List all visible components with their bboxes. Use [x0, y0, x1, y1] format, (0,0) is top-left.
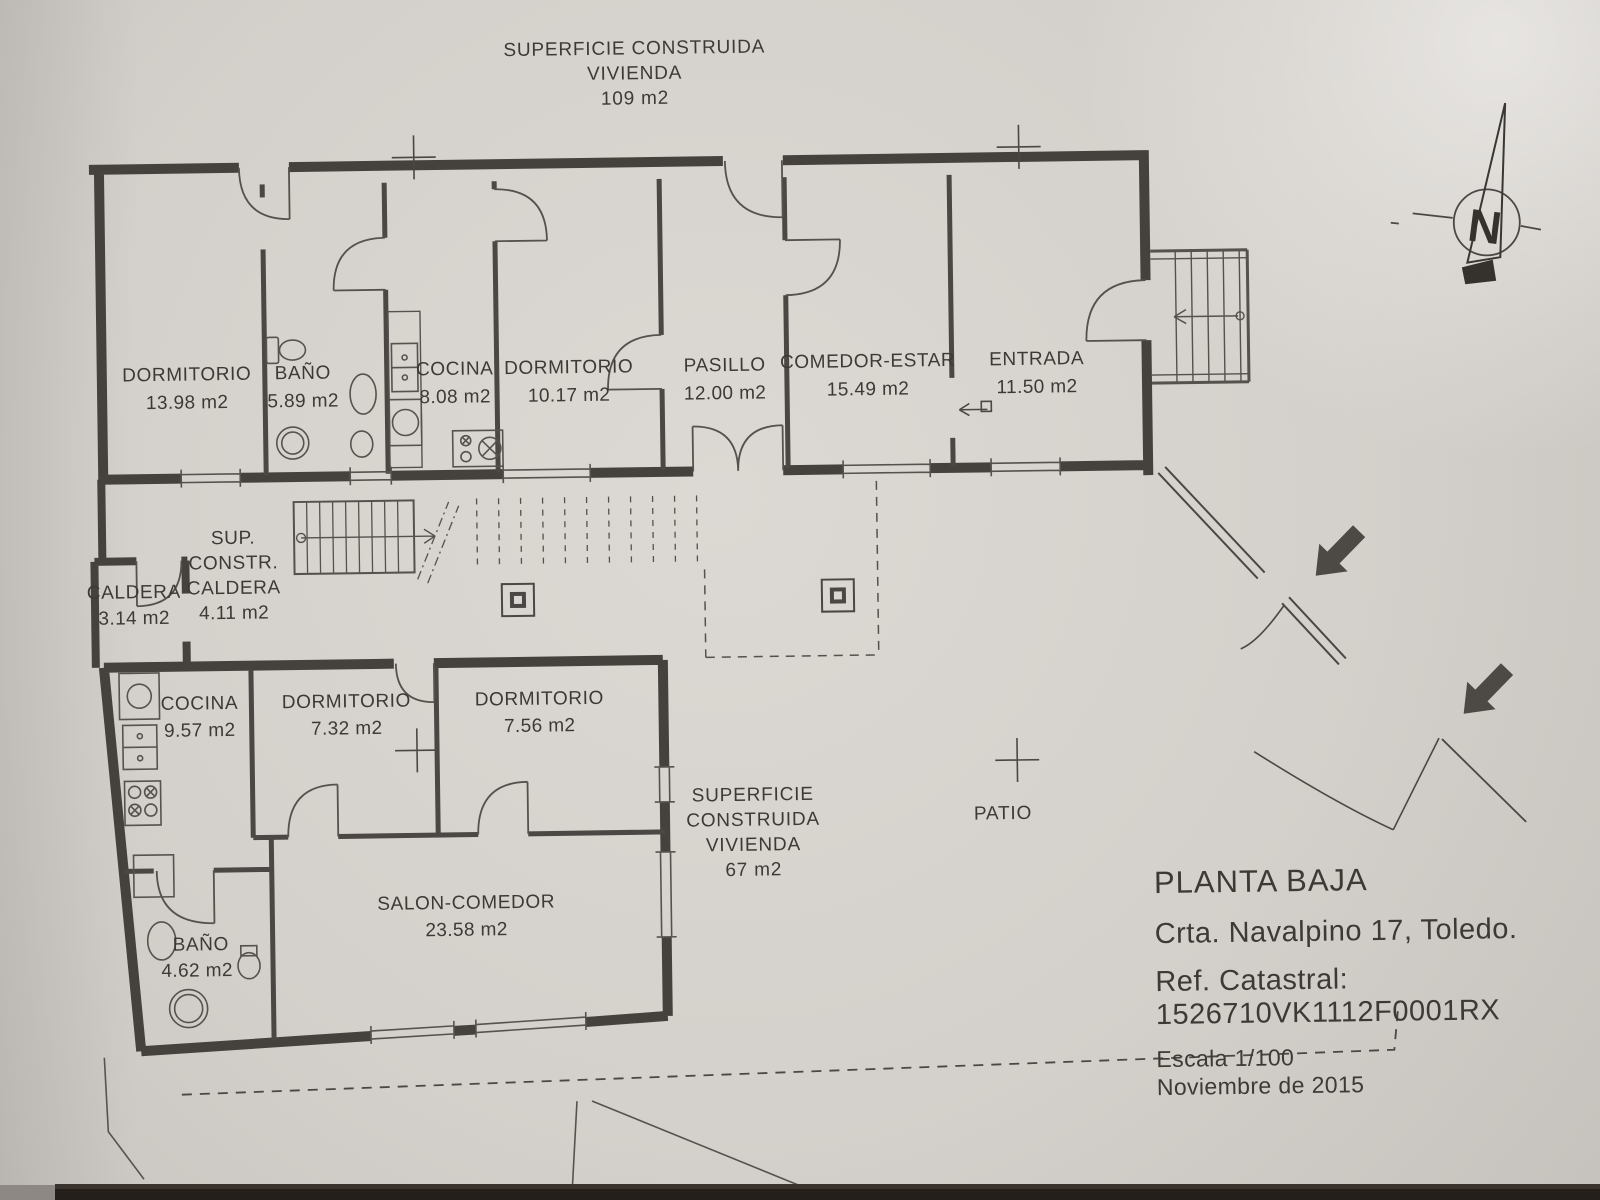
room-area-entrada: 11.50 m2	[996, 376, 1077, 398]
room-area-pasillo: 12.00 m2	[684, 382, 767, 404]
interior-walls	[124, 174, 956, 1041]
sliding-door-arrow-icon	[958, 400, 993, 417]
room-labels-caldera: CALDERA 3.14 m2 SUP. CONSTR. CALDERA 4.1…	[87, 528, 281, 630]
superficie-109-annotation: SUPERFICIE CONSTRUIDA VIVIENDA 109 m2	[503, 36, 765, 110]
exterior-walls	[88, 150, 1154, 1057]
superficie-67-annotation: SUPERFICIE CONSTRUIDA VIVIENDA 67 m2 PAT…	[686, 784, 1032, 881]
superficie-67-line3: VIVIENDA	[706, 834, 801, 856]
superficie-109-line2: VIVIENDA	[587, 63, 682, 85]
title-block: PLANTA BAJA Crta. Navalpino 17, Toledo. …	[1154, 862, 1518, 1100]
sup-caldera-line4: 4.11 m2	[199, 602, 269, 624]
room-area-bano2: 4.62 m2	[161, 960, 233, 982]
plan-date: Noviembre de 2015	[1157, 1071, 1365, 1100]
patio-boundary-dashed	[181, 1001, 1400, 1096]
room-area-dormitorio4: 7.56 m2	[504, 715, 576, 737]
room-label-bano1: BAÑO	[275, 362, 332, 385]
entrance-arrow-icon	[1315, 525, 1366, 576]
room-label-entrada: ENTRADA	[989, 348, 1084, 370]
sup-caldera-line2: CONSTR.	[188, 552, 278, 574]
plan-title: PLANTA BAJA	[1154, 862, 1368, 900]
room-labels-upper: DORMITORIO 13.98 m2 BAÑO 5.89 m2 COCINA …	[122, 348, 1084, 414]
north-compass-icon: N	[1390, 102, 1542, 285]
door-arcs	[135, 160, 1147, 925]
room-area-salon: 23.58 m2	[425, 919, 508, 941]
room-area-dormitorio1: 13.98 m2	[146, 392, 229, 414]
room-area-dormitorio2: 10.17 m2	[528, 385, 611, 407]
superficie-67-line2: CONSTRUIDA	[686, 809, 820, 832]
cadastral-ref-value: 1526710VK1112F0001RX	[1156, 994, 1501, 1031]
plan-scale: Escala 1/100	[1156, 1044, 1294, 1072]
sup-caldera-line1: SUP.	[211, 528, 256, 550]
sup-caldera-line3: CALDERA	[187, 577, 281, 599]
entrance-arrow-icon	[1463, 663, 1514, 714]
fixtures-lower	[118, 672, 261, 1029]
superficie-109-line1: SUPERFICIE CONSTRUIDA	[503, 36, 765, 61]
cadastral-ref-label: Ref. Catastral:	[1155, 963, 1348, 998]
room-label-pasillo: PASILLO	[684, 354, 766, 376]
photo-edge	[0, 1184, 1600, 1200]
room-label-cocina1: COCINA	[416, 358, 494, 380]
room-area-caldera: 3.14 m2	[98, 608, 170, 630]
room-labels-lower: COCINA 9.57 m2 DORMITORIO 7.32 m2 DORMIT…	[160, 688, 604, 982]
external-staircase	[1150, 248, 1251, 385]
north-letter: N	[1465, 199, 1504, 255]
diagonal-patio-wall	[1157, 466, 1527, 831]
room-label-comedor: COMEDOR-ESTAR	[780, 350, 956, 373]
column-symbols	[500, 578, 856, 618]
fixtures-upper	[265, 310, 504, 469]
room-area-cocina1: 8.08 m2	[419, 386, 491, 408]
room-area-bano1: 5.89 m2	[267, 390, 339, 412]
survey-cross-markers	[391, 124, 1041, 782]
internal-staircase	[292, 480, 880, 659]
room-label-cocina2: COCINA	[160, 693, 238, 715]
superficie-67-line4: 67 m2	[725, 859, 782, 881]
patio-label: PATIO	[974, 803, 1032, 825]
room-area-comedor: 15.49 m2	[827, 378, 910, 400]
room-label-dormitorio3: DORMITORIO	[282, 690, 411, 713]
room-label-caldera: CALDERA	[87, 582, 181, 604]
room-area-cocina2: 9.57 m2	[164, 720, 236, 742]
superficie-67-line1: SUPERFICIE	[692, 784, 814, 807]
plan-address: Crta. Navalpino 17, Toledo.	[1154, 913, 1517, 950]
room-area-dormitorio3: 7.32 m2	[311, 718, 383, 740]
room-label-salon: SALON-COMEDOR	[377, 891, 555, 914]
window-symbols	[180, 457, 1062, 1045]
room-label-dormitorio4: DORMITORIO	[475, 688, 604, 711]
room-label-bano2: BAÑO	[172, 933, 229, 956]
superficie-109-line3: 109 m2	[601, 88, 669, 110]
entrance-arrow-icons	[1315, 525, 1514, 714]
room-label-dormitorio1: DORMITORIO	[122, 364, 251, 387]
room-label-dormitorio2: DORMITORIO	[504, 356, 633, 379]
